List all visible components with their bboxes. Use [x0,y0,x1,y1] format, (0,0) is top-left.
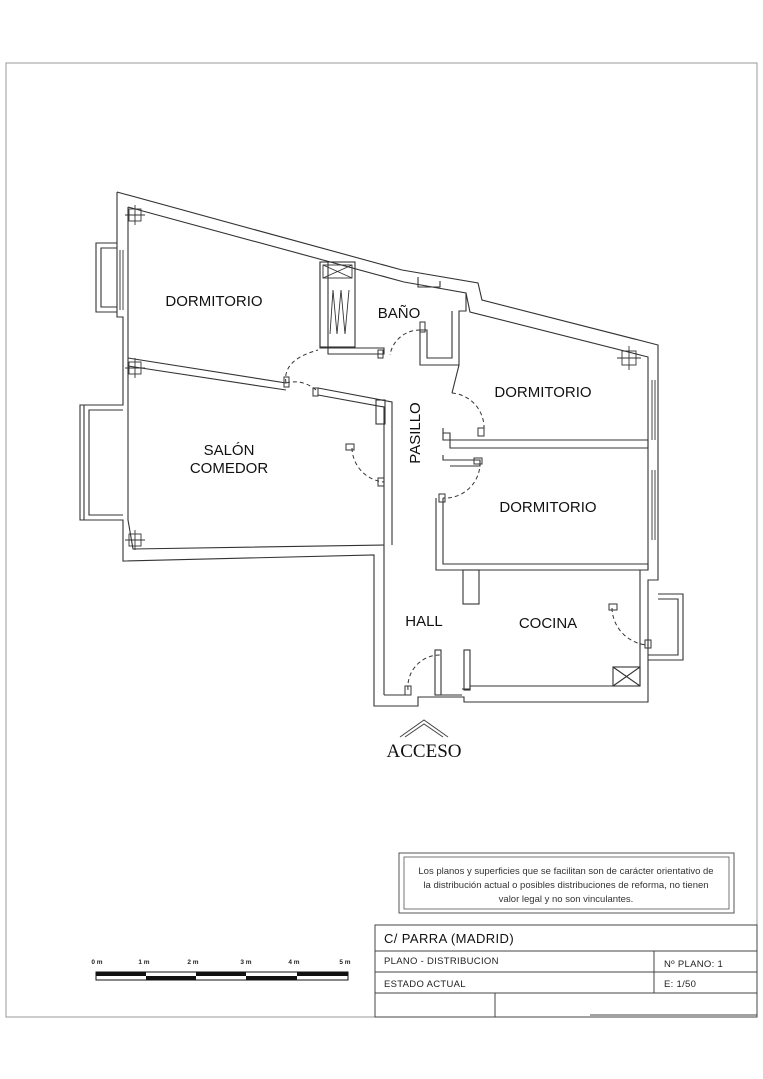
wall-dormitorio-salon-3 [317,387,393,545]
scale-label-5: 5 m [339,959,350,966]
scale-label-3: 3 m [240,959,251,966]
exterior-wall-inner-left [127,207,385,550]
door-leaves [283,321,652,696]
dormitorio3-walls [442,455,481,467]
access-arrow [399,719,449,738]
structural-pillars [125,205,641,550]
title-scale: E: 1/50 [664,979,696,990]
cocina-balcony [648,593,684,661]
door-salon [351,447,385,483]
room-hall: HALL [405,613,443,630]
dormitorio-window [95,242,117,313]
title-address: C/ PARRA (MADRID) [384,931,514,946]
door-cocina [611,607,649,646]
room-cocina: COCINA [519,615,577,632]
door-dormitorio-2 [451,392,485,431]
dormitorio3-left-wall [442,498,649,570]
windows-right [119,250,656,540]
cocina-appliance [612,666,641,687]
scale-label-2: 2 m [187,959,198,966]
disclaimer-line-1: Los planos y superficies que se facilita… [418,866,713,877]
room-dormitorio-1: DORMITORIO [165,293,262,310]
room-bano: BAÑO [378,305,421,322]
scale-label-1: 1 m [138,959,149,966]
door-dormitorio-1-arc [285,349,319,384]
entry-jamb [463,649,471,691]
title-plan-number: Nº PLANO: 1 [664,959,723,970]
hall-door-jamb [434,649,442,696]
title-state: ESTADO ACTUAL [384,979,466,990]
wall-dormitorio-salon [127,357,287,384]
door-bano [389,329,421,356]
cocina-column [462,569,480,605]
title-plan-type: PLANO - DISTRIBUCION [384,956,499,967]
scale-bar: 0 m 1 m 2 m 3 m 4 m 5 m [91,959,351,981]
dormitorio3-left-wall-2 [435,498,640,571]
door-dormitorio-3 [442,461,481,499]
bano-closet [319,261,356,348]
floor-plan [79,191,684,707]
wall-dormitorio-salon-2 [127,365,287,391]
pasillo-right-wall [451,364,460,394]
salon-terrace [83,404,123,521]
room-comedor: COMEDOR [190,460,269,477]
scale-label-4: 4 m [288,959,299,966]
disclaimer-box: Los planos y superficies que se facilita… [398,852,735,914]
access-arrow-inner [404,723,444,738]
room-salon: SALÓN [204,442,255,459]
title-block [374,924,758,1018]
scale-label-0: 0 m [91,959,102,966]
salon-door-jamb [375,399,386,425]
room-pasillo: PASILLO [407,402,424,463]
cocina-balcony-inner [648,598,679,656]
room-dormitorio-2: DORMITORIO [494,384,591,401]
bano-right-wall [419,293,467,366]
disclaimer-line-3: valor legal y no son vinculantes. [499,894,634,905]
bano-top-jamb [417,277,441,288]
wall-dormitorio-salon-4 [317,394,385,545]
dormitorio-window-inner [100,247,117,308]
disclaimer-line-2: la distribución actual o posibles distri… [423,880,708,891]
dormitorio2-bottom-wall [442,428,649,449]
salon-terrace-inner [88,409,123,516]
room-dormitorio-3: DORMITORIO [499,499,596,516]
bano-closet-hatch [322,264,353,335]
access-label: ACCESO [387,741,462,762]
